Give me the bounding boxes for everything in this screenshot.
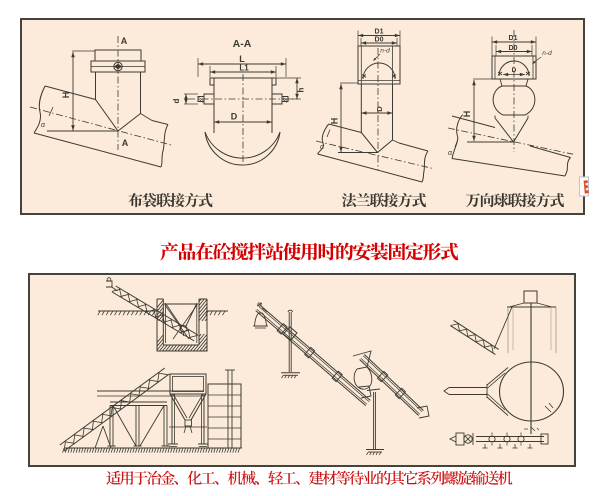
svg-text:H: H xyxy=(330,118,340,125)
svg-text:α: α xyxy=(320,144,325,151)
svg-text:α: α xyxy=(41,122,46,129)
svg-text:A-A: A-A xyxy=(233,38,252,50)
svg-text:α: α xyxy=(448,150,453,157)
svg-text:D1: D1 xyxy=(375,29,384,36)
svg-text:D0: D0 xyxy=(509,45,518,52)
svg-text:n-d: n-d xyxy=(380,48,390,55)
svg-text:L1: L1 xyxy=(239,64,249,73)
svg-text:d: d xyxy=(172,98,181,103)
svg-text:h: h xyxy=(297,87,306,92)
svg-text:H: H xyxy=(61,92,71,99)
svg-text:D: D xyxy=(375,106,384,112)
svg-text:D0: D0 xyxy=(375,37,384,44)
svg-text:n-d: n-d xyxy=(542,50,552,57)
svg-text:D: D xyxy=(231,112,238,122)
svg-text:D1: D1 xyxy=(509,35,518,42)
svg-text:L: L xyxy=(239,54,245,64)
svg-text:H: H xyxy=(462,111,472,118)
svg-text:A: A xyxy=(121,36,128,46)
svg-text:A: A xyxy=(122,138,129,148)
